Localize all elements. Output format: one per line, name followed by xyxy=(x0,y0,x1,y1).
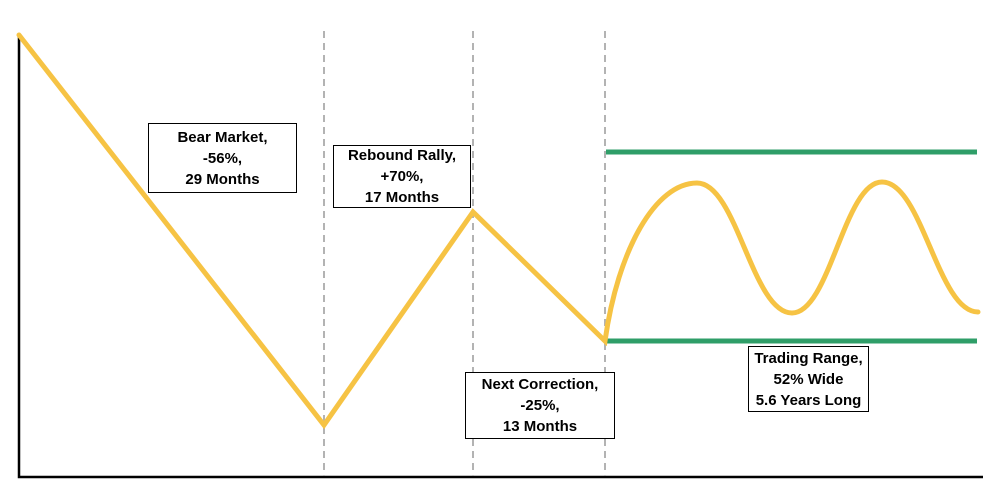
annotation-text: +70%, xyxy=(380,168,424,185)
annotation-text: Rebound Rally, xyxy=(347,147,457,164)
annotation-rebound-rally: Rebound Rally, +70%, 17 Months xyxy=(333,145,471,208)
annotation-text: 5.6 Years Long xyxy=(755,391,862,409)
price-line xyxy=(16,32,981,430)
annotation-next-correction: Next Correction, -25%, 13 Months xyxy=(465,372,615,439)
annotation-text: Bear Market, xyxy=(177,128,268,146)
annotation-text: Next Correction, xyxy=(481,376,599,393)
annotation-text: 52% Wide xyxy=(773,370,844,388)
annotation-text: -25%, xyxy=(520,397,560,414)
annotation-text: 29 Months xyxy=(185,170,260,188)
annotation-bear-market: Bear Market, -56%, 29 Months xyxy=(148,123,297,193)
axis-frame xyxy=(17,34,983,479)
annotation-trading-range: Trading Range, 52% Wide 5.6 Years Long xyxy=(748,346,869,412)
annotation-text: 17 Months xyxy=(364,189,440,206)
annotation-text: 13 Months xyxy=(502,418,578,435)
annotation-text: Trading Range, xyxy=(754,349,863,367)
annotation-text: -56%, xyxy=(202,149,243,167)
